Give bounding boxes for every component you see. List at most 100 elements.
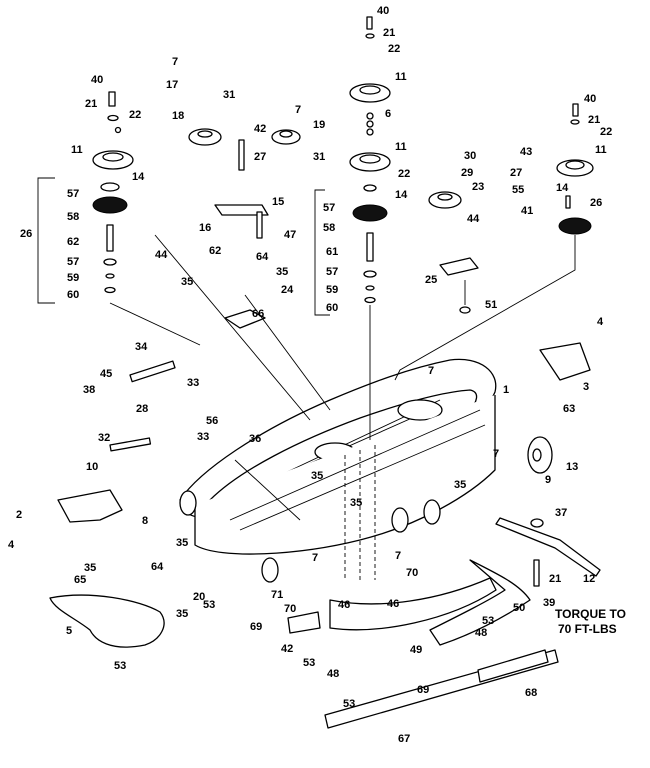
callout-33: 33 bbox=[197, 431, 209, 443]
callout-46: 46 bbox=[338, 599, 350, 611]
callout-42: 42 bbox=[254, 123, 266, 135]
callout-50: 50 bbox=[513, 602, 525, 614]
callout-8: 8 bbox=[142, 515, 148, 527]
callout-19: 19 bbox=[313, 119, 325, 131]
callout-39: 39 bbox=[543, 597, 555, 609]
callout-22: 22 bbox=[388, 43, 400, 55]
callout-46: 46 bbox=[387, 598, 399, 610]
callout-35: 35 bbox=[176, 537, 188, 549]
callout-49: 49 bbox=[410, 644, 422, 656]
callout-15: 15 bbox=[272, 196, 284, 208]
callout-45: 45 bbox=[100, 368, 112, 380]
callout-5: 5 bbox=[66, 625, 72, 637]
callout-34: 34 bbox=[135, 341, 148, 353]
callout-69: 69 bbox=[250, 621, 262, 633]
callout-62: 62 bbox=[67, 236, 79, 248]
callout-35: 35 bbox=[350, 497, 362, 509]
torque-note: TORQUE TO 70 FT-LBS bbox=[555, 607, 626, 636]
callout-64: 64 bbox=[151, 561, 164, 573]
callout-22: 22 bbox=[398, 168, 410, 180]
callout-26: 26 bbox=[20, 228, 32, 240]
callout-25: 25 bbox=[425, 274, 437, 286]
callout-9: 9 bbox=[545, 474, 551, 486]
callout-53: 53 bbox=[482, 615, 494, 627]
callout-44: 44 bbox=[155, 249, 168, 261]
callout-48: 48 bbox=[327, 668, 339, 680]
torque-note-line2: 70 FT-LBS bbox=[558, 622, 617, 636]
callout-27: 27 bbox=[510, 167, 522, 179]
callout-7: 7 bbox=[395, 550, 401, 562]
callouts: 40 21 22 11 6 11 22 14 57 58 61 57 59 60… bbox=[8, 5, 612, 745]
callout-6: 6 bbox=[385, 108, 391, 120]
callout-42: 42 bbox=[281, 643, 293, 655]
callout-24: 24 bbox=[281, 284, 294, 296]
callout-22: 22 bbox=[129, 109, 141, 121]
callout-7: 7 bbox=[312, 552, 318, 564]
callout-4: 4 bbox=[597, 316, 604, 328]
callout-59: 59 bbox=[67, 272, 79, 284]
callout-53: 53 bbox=[303, 657, 315, 669]
callout-53: 53 bbox=[343, 698, 355, 710]
callout-20: 20 bbox=[193, 591, 205, 603]
callout-48: 48 bbox=[475, 627, 487, 639]
callout-70: 70 bbox=[284, 603, 296, 615]
callout-21: 21 bbox=[383, 27, 395, 39]
callout-59: 59 bbox=[326, 284, 338, 296]
callout-14: 14 bbox=[395, 189, 408, 201]
callout-69: 69 bbox=[417, 684, 429, 696]
callout-35: 35 bbox=[84, 562, 96, 574]
deck-shell bbox=[179, 358, 497, 555]
left-spindle-assembly bbox=[37, 91, 134, 304]
callout-22: 22 bbox=[600, 126, 612, 138]
callout-40: 40 bbox=[377, 5, 389, 17]
callout-26: 26 bbox=[590, 197, 602, 209]
callout-57: 57 bbox=[326, 266, 338, 278]
callout-53: 53 bbox=[203, 599, 215, 611]
callout-64: 64 bbox=[256, 251, 269, 263]
callout-40: 40 bbox=[584, 93, 596, 105]
callout-7: 7 bbox=[295, 104, 301, 116]
callout-10: 10 bbox=[86, 461, 98, 473]
callout-30: 30 bbox=[464, 150, 476, 162]
callout-44: 44 bbox=[467, 213, 480, 225]
callout-47: 47 bbox=[284, 229, 296, 241]
callout-21: 21 bbox=[549, 573, 561, 585]
callout-56: 56 bbox=[206, 415, 218, 427]
callout-11: 11 bbox=[595, 144, 607, 156]
blade-and-bolts bbox=[495, 342, 601, 587]
callout-4: 4 bbox=[8, 539, 15, 551]
callout-70: 70 bbox=[406, 567, 418, 579]
callout-23: 23 bbox=[472, 181, 484, 193]
callout-13: 13 bbox=[566, 461, 578, 473]
right-spindle-assembly bbox=[394, 103, 594, 381]
callout-60: 60 bbox=[67, 289, 79, 301]
callout-28: 28 bbox=[136, 403, 148, 415]
callout-53: 53 bbox=[114, 660, 126, 672]
callout-57: 57 bbox=[67, 188, 79, 200]
callout-14: 14 bbox=[556, 182, 569, 194]
callout-67: 67 bbox=[398, 733, 410, 745]
callout-58: 58 bbox=[67, 211, 79, 223]
callout-43: 43 bbox=[520, 146, 532, 158]
callout-33: 33 bbox=[187, 377, 199, 389]
covers-left bbox=[49, 360, 176, 648]
callout-68: 68 bbox=[525, 687, 537, 699]
idler-pulleys bbox=[188, 128, 479, 329]
callout-17: 17 bbox=[166, 79, 178, 91]
callout-57: 57 bbox=[323, 202, 335, 214]
callout-11: 11 bbox=[395, 141, 407, 153]
callout-66: 66 bbox=[252, 308, 264, 320]
callout-16: 16 bbox=[199, 222, 211, 234]
callout-2: 2 bbox=[16, 509, 22, 521]
callout-32: 32 bbox=[98, 432, 110, 444]
callout-21: 21 bbox=[588, 114, 600, 126]
callout-21: 21 bbox=[85, 98, 97, 110]
callout-1: 1 bbox=[503, 384, 509, 396]
callout-63: 63 bbox=[563, 403, 575, 415]
callout-35: 35 bbox=[276, 266, 288, 278]
callout-3: 3 bbox=[583, 381, 589, 393]
callout-31: 31 bbox=[313, 151, 325, 163]
callout-58: 58 bbox=[323, 222, 335, 234]
callout-31: 31 bbox=[223, 89, 235, 101]
callout-35: 35 bbox=[181, 276, 193, 288]
